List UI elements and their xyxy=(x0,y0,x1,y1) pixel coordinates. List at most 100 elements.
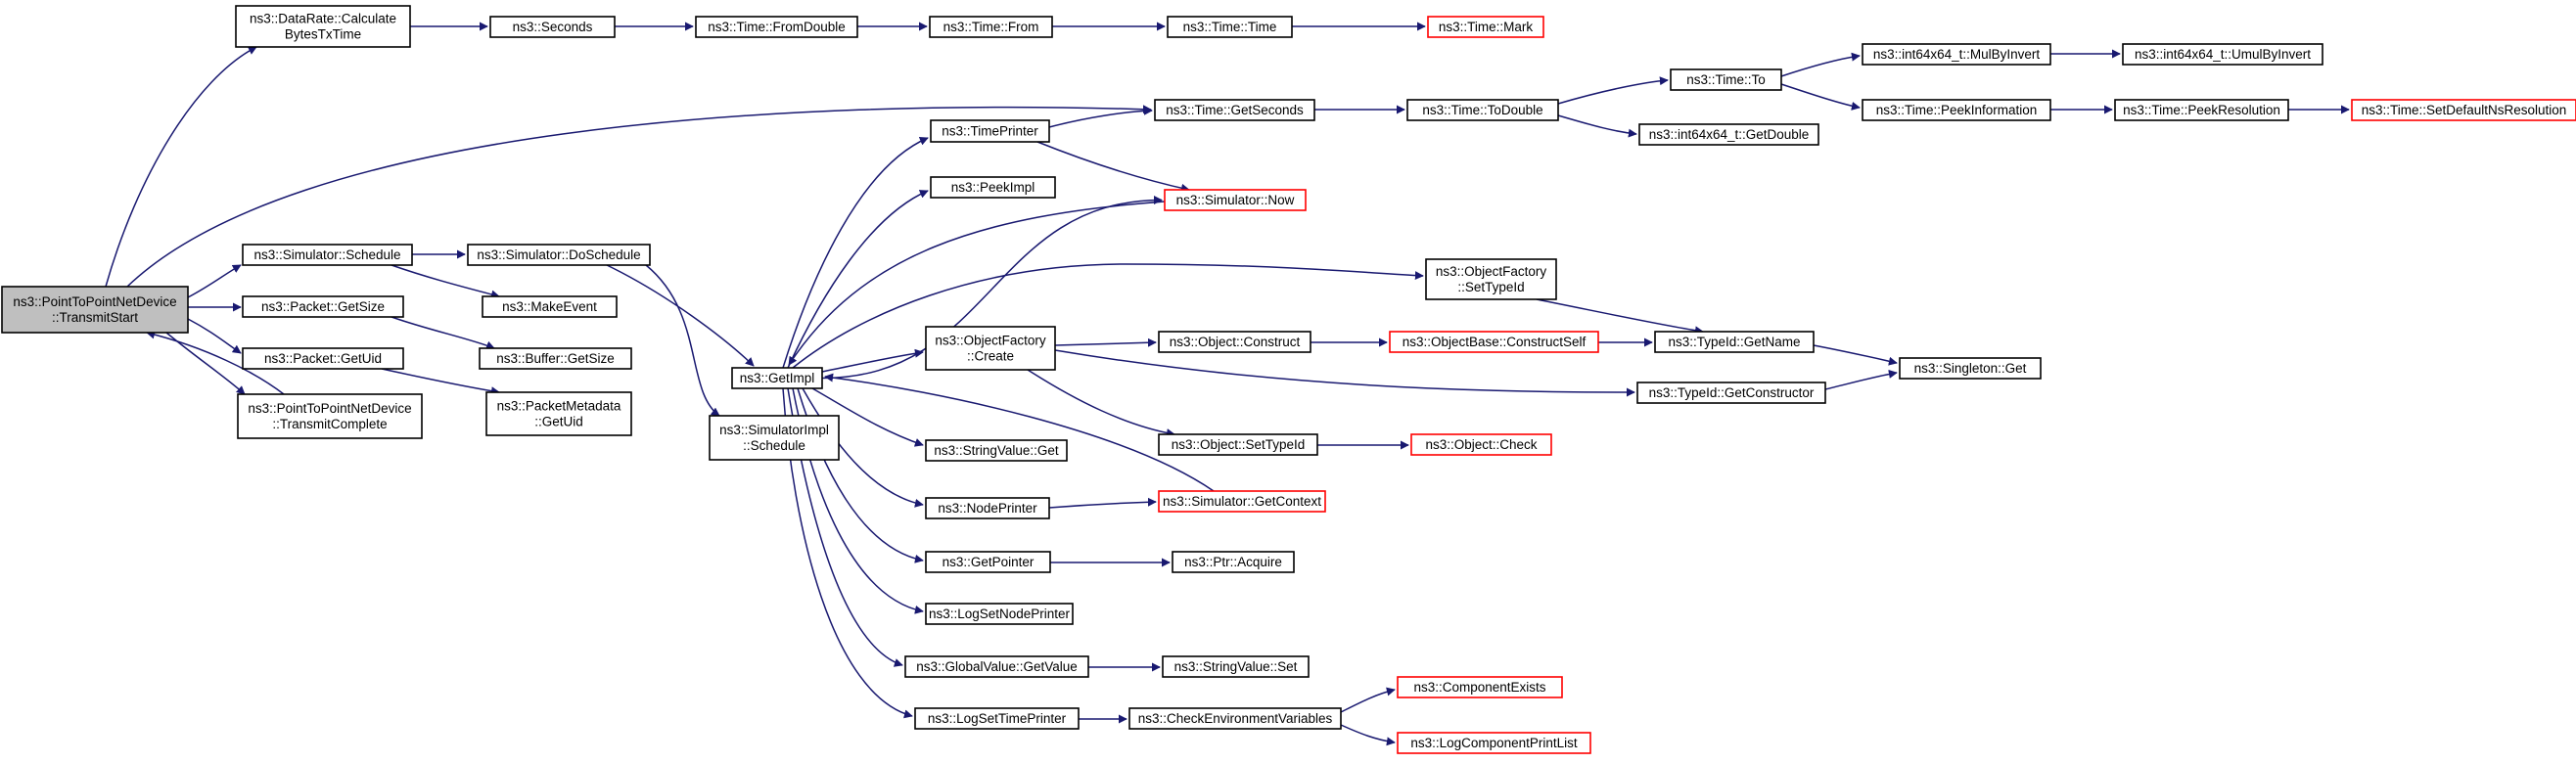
node-tgc[interactable]: ns3::TypeId::GetConstructor xyxy=(1636,382,1826,404)
node-label: ns3::Seconds xyxy=(513,20,593,34)
node-np[interactable]: ns3::NodePrinter xyxy=(925,497,1050,519)
node-lstp[interactable]: ns3::LogSetTimePrinter xyxy=(914,707,1080,730)
node-ce[interactable]: ns3::ComponentExists xyxy=(1397,676,1563,698)
node-sis[interactable]: ns3::SimulatorImpl::Schedule xyxy=(709,415,840,461)
node-label: ns3::ComponentExists xyxy=(1413,680,1545,695)
node-tpr[interactable]: ns3::Time::PeekResolution xyxy=(2114,99,2289,121)
node-label: ns3::int64x64_t::UmulByInvert xyxy=(2135,47,2311,62)
node-ttd[interactable]: ns3::Time::ToDouble xyxy=(1406,99,1559,121)
node-ptc[interactable]: ns3::PointToPointNetDevice::TransmitComp… xyxy=(237,393,423,439)
edge-gi-to-tp xyxy=(782,137,929,369)
node-tf[interactable]: ns3::Time::From xyxy=(929,16,1053,38)
node-label: ns3::Time::Time xyxy=(1183,20,1277,34)
node-gp[interactable]: ns3::GetPointer xyxy=(925,551,1051,573)
node-me[interactable]: ns3::MakeEvent xyxy=(482,295,618,318)
node-pgu[interactable]: ns3::Packet::GetUid xyxy=(242,347,404,370)
node-box xyxy=(1638,123,1819,146)
node-tgn[interactable]: ns3::TypeId::GetName xyxy=(1654,331,1815,353)
edges-layer xyxy=(105,22,2350,746)
node-box xyxy=(1425,258,1557,300)
edge-tgc-to-sg xyxy=(1824,369,1898,390)
edge-sgc-to-gi xyxy=(824,373,1215,492)
edge-ssch-to-me xyxy=(391,264,500,299)
node-label: ns3::NodePrinter xyxy=(938,501,1037,516)
node-ssch[interactable]: ns3::Simulator::Schedule xyxy=(242,244,413,266)
node-box xyxy=(1154,99,1315,121)
node-label: ns3::Time::PeekInformation xyxy=(1876,103,2038,117)
node-label: ::GetUid xyxy=(534,415,583,429)
node-box xyxy=(1406,99,1559,121)
node-gdbl[interactable]: ns3::int64x64_t::GetDouble xyxy=(1638,123,1819,146)
node-pmg[interactable]: ns3::PacketMetadata::GetUid xyxy=(485,391,632,436)
node-box xyxy=(1899,357,2042,380)
node-cev[interactable]: ns3::CheckEnvironmentVariables xyxy=(1128,707,1342,730)
node-pi[interactable]: ns3::PeekImpl xyxy=(930,176,1056,199)
node-tt[interactable]: ns3::Time::Time xyxy=(1167,16,1293,38)
node-svs[interactable]: ns3::StringValue::Set xyxy=(1162,655,1310,678)
edge-ttd-to-gdbl xyxy=(1557,114,1637,138)
node-label: ns3::PointToPointNetDevice xyxy=(248,401,411,416)
node-tp[interactable]: ns3::TimePrinter xyxy=(930,119,1050,143)
node-ost[interactable]: ns3::Object::SetTypeId xyxy=(1158,433,1318,456)
node-svg[interactable]: ns3::StringValue::Get xyxy=(925,439,1068,462)
node-ofc[interactable]: ns3::ObjectFactory::Create xyxy=(925,326,1056,371)
node-box xyxy=(2351,99,2576,121)
node-och[interactable]: ns3::Object::Check xyxy=(1410,433,1552,456)
node-label: ns3::PointToPointNetDevice xyxy=(13,294,176,309)
node-ofs[interactable]: ns3::ObjectFactory::SetTypeId xyxy=(1425,258,1557,300)
node-gi[interactable]: ns3::GetImpl xyxy=(731,367,823,389)
edge-tp-to-tgs xyxy=(1048,106,1153,128)
node-sg[interactable]: ns3::Singleton::Get xyxy=(1899,357,2042,380)
node-box xyxy=(930,119,1050,143)
node-pgs[interactable]: ns3::Packet::GetSize xyxy=(242,295,404,318)
node-tto[interactable]: ns3::Time::To xyxy=(1670,68,1782,91)
node-umbi[interactable]: ns3::int64x64_t::UmulByInvert xyxy=(2122,43,2323,66)
edge-tto-to-tpi xyxy=(1780,83,1861,111)
node-box xyxy=(479,347,632,370)
node-label: ::Create xyxy=(967,349,1014,364)
node-oc[interactable]: ns3::Object::Construct xyxy=(1158,331,1311,353)
node-box xyxy=(485,391,632,436)
node-tgs[interactable]: ns3::Time::GetSeconds xyxy=(1154,99,1315,121)
node-box xyxy=(695,16,858,38)
node-tsd[interactable]: ns3::Time::SetDefaultNsResolution xyxy=(2351,99,2576,121)
nodes-layer: ns3::PointToPointNetDevice::TransmitStar… xyxy=(1,5,2576,754)
node-mbi[interactable]: ns3::int64x64_t::MulByInvert xyxy=(1862,43,2051,66)
node-tm[interactable]: ns3::Time::Mark xyxy=(1427,16,1544,38)
node-box xyxy=(930,176,1056,199)
edge-ofs-to-tgn xyxy=(1536,298,1704,336)
node-bgs[interactable]: ns3::Buffer::GetSize xyxy=(479,347,632,370)
node-label: ns3::GetPointer xyxy=(943,555,1035,569)
node-lcpl[interactable]: ns3::LogComponentPrintList xyxy=(1397,732,1591,754)
node-root[interactable]: ns3::PointToPointNetDevice::TransmitStar… xyxy=(1,286,189,334)
edge-gi-to-np xyxy=(802,387,924,508)
node-sec[interactable]: ns3::Seconds xyxy=(489,16,616,38)
node-label: ns3::MakeEvent xyxy=(502,299,597,314)
node-box xyxy=(925,497,1050,519)
node-label: ns3::ObjectBase::ConstructSelf xyxy=(1403,335,1587,349)
node-snow[interactable]: ns3::Simulator::Now xyxy=(1164,189,1307,211)
node-obcs[interactable]: ns3::ObjectBase::ConstructSelf xyxy=(1389,331,1599,353)
node-label: ns3::TimePrinter xyxy=(942,124,1038,139)
node-box xyxy=(2122,43,2323,66)
node-label: ::TransmitStart xyxy=(52,310,138,325)
node-label: ns3::DataRate::Calculate xyxy=(250,12,396,26)
node-tpi[interactable]: ns3::Time::PeekInformation xyxy=(1862,99,2051,121)
node-sds[interactable]: ns3::Simulator::DoSchedule xyxy=(467,244,651,266)
node-box xyxy=(1128,707,1342,730)
node-label: ns3::Time::FromDouble xyxy=(708,20,846,34)
node-label: ns3::Packet::GetSize xyxy=(261,299,385,314)
node-label: ns3::Ptr::Acquire xyxy=(1184,555,1282,569)
node-tfd[interactable]: ns3::Time::FromDouble xyxy=(695,16,858,38)
node-gvgv[interactable]: ns3::GlobalValue::GetValue xyxy=(904,655,1089,678)
node-box xyxy=(925,326,1056,371)
node-label: ::SetTypeId xyxy=(1457,280,1524,294)
node-label: ns3::Time::SetDefaultNsResolution xyxy=(2362,103,2567,117)
node-pa[interactable]: ns3::Ptr::Acquire xyxy=(1172,551,1295,573)
node-label: ns3::CheckEnvironmentVariables xyxy=(1138,711,1333,726)
node-lsnp[interactable]: ns3::LogSetNodePrinter xyxy=(925,603,1074,625)
edge-gi-to-ofc xyxy=(821,348,924,373)
node-label: ns3::ObjectFactory xyxy=(935,334,1046,348)
node-sgc[interactable]: ns3::Simulator::GetContext xyxy=(1158,490,1326,513)
